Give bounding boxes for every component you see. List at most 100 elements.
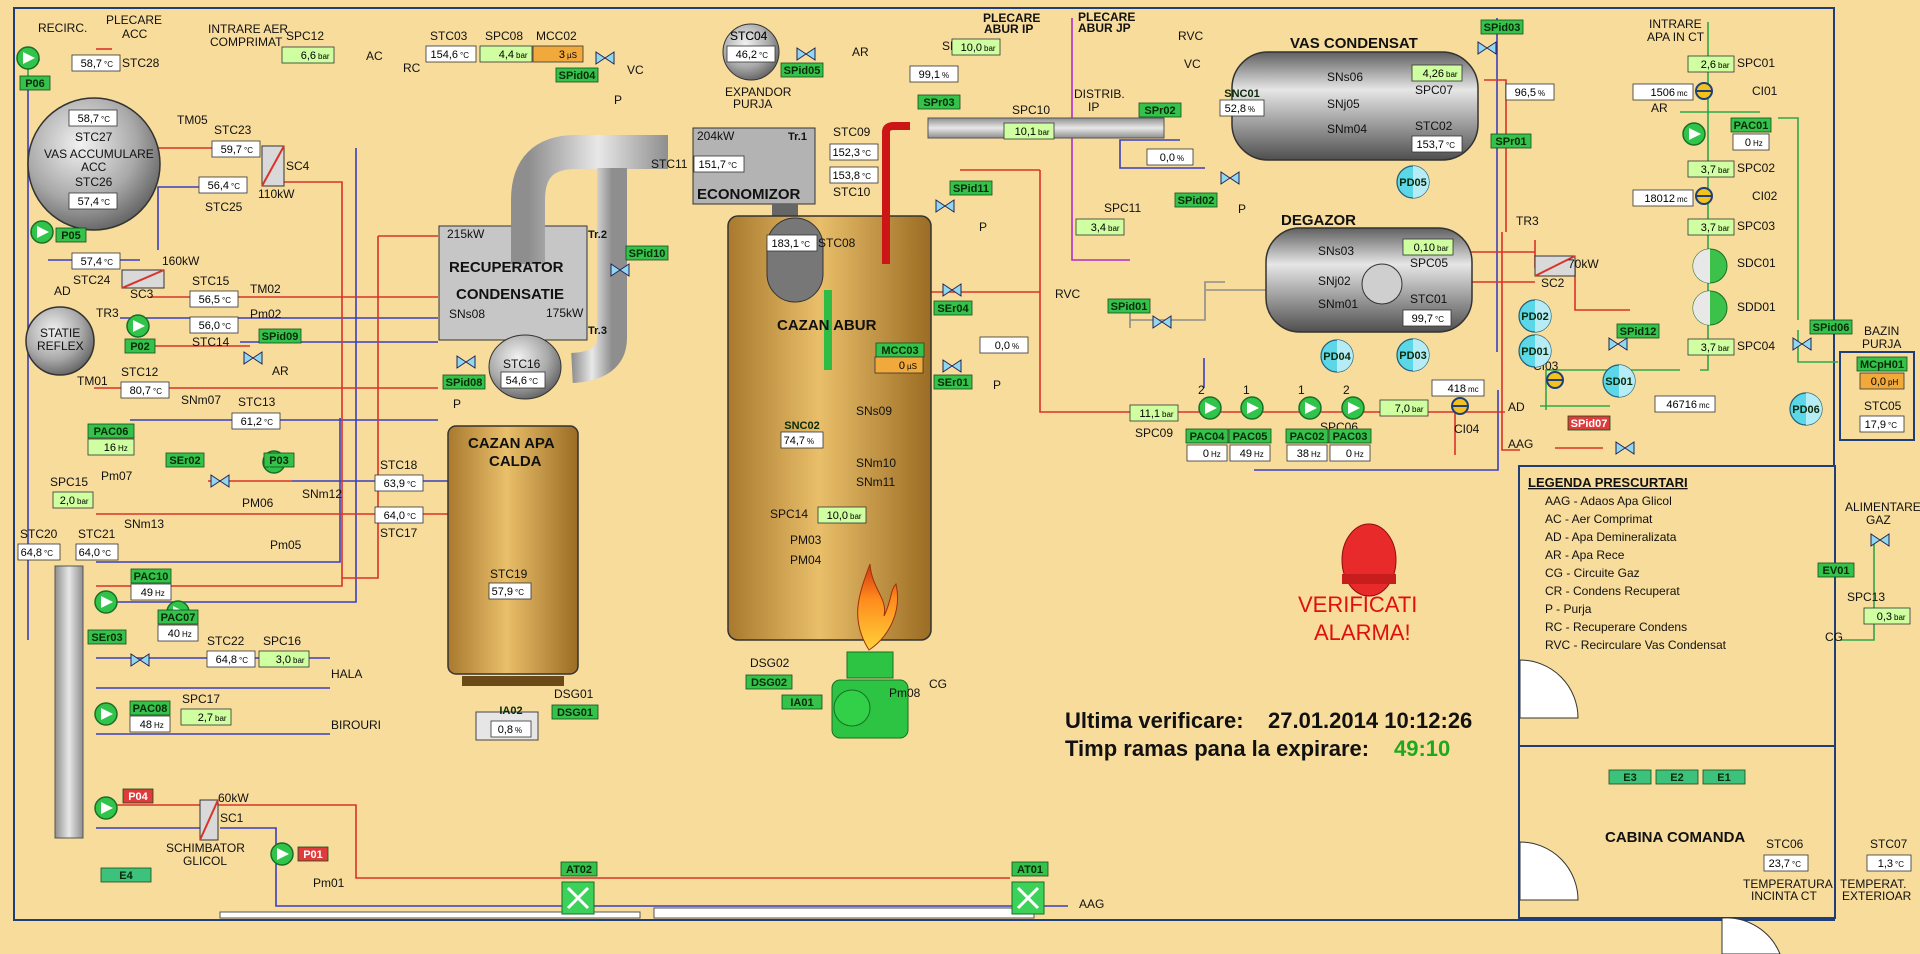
device-tag[interactable]: SPid07 [1567,415,1611,431]
device-tag[interactable]: SPid12 [1616,323,1660,339]
pd-sensor[interactable]: PD02 [1518,299,1552,333]
device-tag[interactable]: SPid09 [258,328,302,344]
device-tag[interactable]: SNC01 [1224,88,1259,100]
device-tag[interactable]: SPid01 [1107,298,1151,314]
device-tag[interactable]: E2 [1655,769,1699,785]
pd-sensor[interactable]: PD06 [1789,392,1823,426]
device-tag[interactable]: SPid04 [555,67,599,83]
valve-icon[interactable] [243,351,263,365]
device-tag[interactable]: PAC03 [1328,428,1372,444]
device-tag[interactable]: SEr02 [165,452,205,468]
valve-icon[interactable] [210,474,230,488]
device-tag[interactable]: E3 [1608,769,1652,785]
value-number: 4,4 [499,49,514,61]
pump-icon[interactable] [16,46,40,70]
device-tag[interactable]: PAC04 [1185,428,1229,444]
device-tag[interactable]: PAC01 [1730,117,1772,133]
device-tag[interactable]: P03 [263,452,295,468]
device-tag[interactable]: SEr01 [933,374,973,390]
pd-sensor[interactable]: PD05 [1396,165,1430,199]
device-tag[interactable]: MCC03 [875,342,925,358]
device-tag-label: P03 [269,455,289,467]
valve-icon[interactable] [456,355,476,369]
device-tag[interactable]: SPid05 [780,62,824,78]
sc4-heat-exchanger[interactable] [261,145,285,187]
device-tag[interactable]: P02 [124,338,156,354]
pd-sensor[interactable]: PD04 [1320,339,1354,373]
device-tag[interactable]: SPr03 [917,94,961,110]
pd-sensor[interactable]: PD03 [1396,338,1430,372]
device-tag[interactable]: SEr04 [933,300,973,316]
valve-icon[interactable] [1792,337,1812,351]
pump-icon[interactable] [30,220,54,244]
valve-icon[interactable] [130,653,150,667]
valve-icon[interactable] [1615,441,1635,455]
device-tag-label: SPr03 [923,97,954,109]
device-tag[interactable]: E1 [1702,769,1746,785]
sc3-heat-exchanger[interactable] [121,269,165,289]
device-tag[interactable]: SPid11 [949,180,993,196]
valve-icon[interactable] [1477,41,1497,55]
pump-icon[interactable] [1682,122,1706,146]
device-tag[interactable]: P05 [55,227,87,243]
device-tag[interactable]: PAC07 [157,609,199,625]
device-tag[interactable]: SPid06 [1809,319,1853,335]
device-tag[interactable]: SPid08 [442,374,486,390]
statie-reflex[interactable] [25,306,95,376]
valve-icon[interactable] [942,359,962,373]
pd-sensor-label: PD05 [1399,177,1427,189]
device-tag[interactable]: SPid02 [1174,192,1218,208]
device-tag[interactable]: IA02 [499,705,522,717]
pump-icon[interactable] [1298,396,1322,420]
valve-icon[interactable] [610,263,630,277]
device-tag[interactable]: PAC08 [129,700,171,716]
pd-sensor[interactable]: PD01 [1518,334,1552,368]
valve-icon[interactable] [595,51,615,65]
pump-icon[interactable] [270,842,294,866]
device-tag[interactable]: AT01 [1011,861,1049,877]
pump-icon[interactable] [94,590,118,614]
valve-icon[interactable] [1608,337,1628,351]
device-tag[interactable]: E4 [100,867,152,883]
device-tag[interactable]: SPr02 [1138,102,1182,118]
sc2-heat-exchanger[interactable] [1534,255,1576,277]
pump-icon[interactable] [94,702,118,726]
fan-icon[interactable] [561,881,595,915]
device-tag[interactable]: PAC06 [87,423,135,439]
valve-icon[interactable] [935,199,955,213]
pump-icon[interactable] [1198,396,1222,420]
device-tag[interactable]: P06 [19,75,51,91]
device-tag[interactable]: P04 [122,788,154,804]
valve-icon[interactable] [1870,533,1890,547]
burner[interactable] [831,651,909,739]
device-tag[interactable]: MCpH01 [1856,356,1908,372]
device-tag[interactable]: SPid10 [625,245,669,261]
point-label: SPC16 [263,634,301,648]
device-tag[interactable]: DSG01 [551,704,599,720]
device-tag[interactable]: SPr01 [1490,133,1532,149]
pump-icon[interactable] [94,796,118,820]
pump-icon[interactable] [1341,396,1365,420]
valve-icon[interactable] [1152,315,1172,329]
pump-icon[interactable] [126,314,150,338]
pump-icon[interactable] [1240,396,1264,420]
device-tag[interactable]: P01 [297,846,329,862]
fan-icon[interactable] [1011,881,1045,915]
pd-sensor[interactable]: SD01 [1602,364,1636,398]
device-tag[interactable]: SNC02 [784,420,819,432]
valve-icon[interactable] [942,283,962,297]
vas-accumulare-acc[interactable] [27,97,161,231]
valve-icon[interactable] [796,47,816,61]
device-tag[interactable]: PAC02 [1285,428,1329,444]
device-tag[interactable]: EV01 [1817,562,1855,578]
sc1-heat-exchanger[interactable] [199,799,219,841]
valve-icon[interactable] [1220,171,1240,185]
device-tag[interactable]: SPid03 [1480,19,1524,35]
device-tag[interactable]: PAC05 [1228,428,1272,444]
device-tag[interactable]: IA01 [781,694,823,710]
device-tag[interactable]: SEr03 [87,629,127,645]
device-tag[interactable]: AT02 [560,861,598,877]
device-tag[interactable]: DSG02 [745,674,793,690]
device-tag[interactable]: PAC10 [130,568,172,584]
alarm-beacon-icon[interactable] [1341,523,1397,597]
